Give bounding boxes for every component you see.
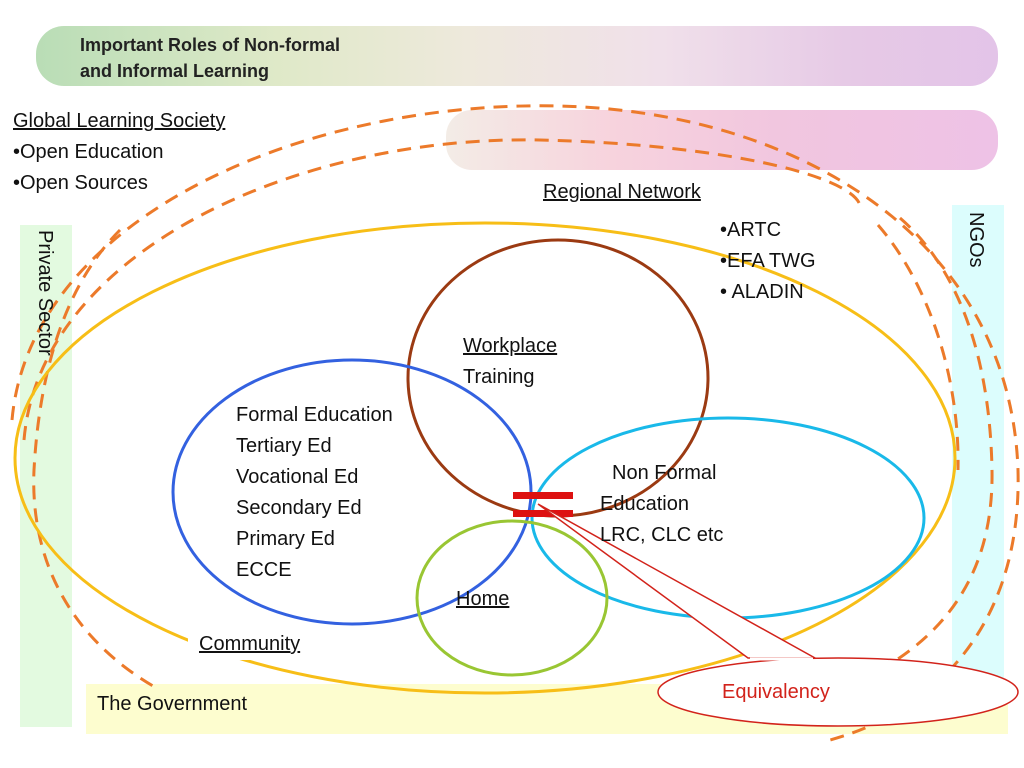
global-learning-society: Global Learning Society •Open Education … <box>13 106 225 199</box>
regional-item-efa-twg: •EFA TWG <box>720 250 816 272</box>
nonformal-education-label: Non Formal Education LRC, CLC etc <box>600 458 723 551</box>
formal-line-primary: Primary Ed <box>236 528 335 550</box>
community-label-gap <box>188 628 328 660</box>
title-line-1: Important Roles of Non-formal <box>80 35 340 55</box>
ngos-label: NGOs <box>965 212 987 268</box>
page-title: Important Roles of Non-formal and Inform… <box>80 32 400 84</box>
equals-sign-bottom-bar <box>513 510 573 517</box>
title-banner <box>36 26 998 86</box>
formal-line-ecce: ECCE <box>236 559 292 581</box>
government-label: The Government <box>97 693 248 715</box>
nonformal-line-2: Education <box>600 493 689 515</box>
nonformal-line-1: Non Formal <box>612 462 717 484</box>
regional-item-aladin: • ALADIN <box>720 281 804 303</box>
private-sector-label: Private Sector <box>34 230 56 356</box>
global-learning-heading: Global Learning Society <box>13 110 226 132</box>
private-sector-strip <box>20 225 72 727</box>
workplace-heading: Workplace <box>463 335 558 357</box>
community-ellipse <box>13 221 957 695</box>
workplace-training-label: Workplace Training <box>463 331 557 393</box>
regional-dashed-arc-right-2 <box>876 224 960 471</box>
nonformal-line-3: LRC, CLC etc <box>600 524 724 546</box>
formal-line-tertiary: Tertiary Ed <box>236 435 332 457</box>
regional-network-heading: Regional Network <box>543 181 701 203</box>
regional-item-artc: •ARTC <box>720 219 782 241</box>
global-dashed-arc-inner <box>22 138 862 441</box>
formal-education-label: Formal Education Tertiary Ed Vocational … <box>236 400 393 586</box>
formal-line-secondary: Secondary Ed <box>236 497 362 519</box>
title-line-2: and Informal Learning <box>80 61 270 81</box>
equivalency-label: Equivalency <box>722 681 830 703</box>
equals-sign-top-bar <box>513 492 573 499</box>
home-label: Home <box>456 588 510 610</box>
community-label: Community <box>199 633 301 655</box>
equivalency-callout-ellipse <box>657 657 1019 727</box>
formal-line-formal-education: Formal Education <box>236 404 393 426</box>
global-item-open-education: •Open Education <box>13 141 164 163</box>
nonformal-education-ellipse <box>530 416 926 620</box>
workplace-training-line: Training <box>463 366 535 388</box>
home-circle <box>415 519 609 677</box>
regional-network-list: •ARTC •EFA TWG • ALADIN <box>720 215 816 308</box>
formal-line-vocational: Vocational Ed <box>236 466 359 488</box>
global-dashed-arc-outer <box>10 104 1020 742</box>
global-item-open-sources: •Open Sources <box>13 172 148 194</box>
ngos-strip <box>952 205 1004 705</box>
regional-dashed-arc-left <box>32 228 161 692</box>
